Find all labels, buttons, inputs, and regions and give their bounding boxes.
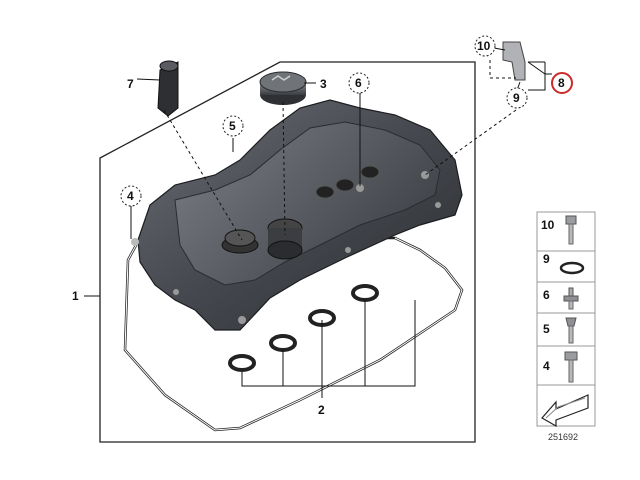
screw-icon: [565, 317, 577, 344]
callout-4-circle: [120, 185, 142, 207]
legend-4: 4: [543, 359, 550, 373]
diagram-id: 251692: [548, 432, 578, 442]
callout-5-circle: [222, 115, 244, 137]
arrow-icon: [541, 394, 589, 428]
callout-8-circle: [551, 72, 573, 94]
callout-6: 6: [355, 76, 362, 90]
callout-6-circle: [348, 72, 370, 94]
hex-bolt-icon: [564, 351, 578, 383]
callout-1: 1: [72, 289, 79, 303]
stud-bolt-icon: [563, 287, 579, 310]
bolt-icon: [565, 215, 577, 245]
parts-legend: 10 9 6 5 4: [536, 211, 596, 428]
legend-9: 9: [543, 252, 550, 266]
oil-filler-cap: [259, 71, 307, 105]
legend-5: 5: [543, 322, 550, 336]
bracket-part: [502, 41, 526, 81]
callout-3: 3: [320, 77, 327, 91]
callout-4: 4: [127, 189, 134, 203]
callout-9: 9: [513, 91, 520, 105]
main-assembly-frame: [99, 61, 476, 443]
leader-lines: [84, 47, 552, 398]
callout-9-circle: [506, 87, 528, 109]
callout-7: 7: [127, 77, 134, 91]
legend-6: 6: [543, 288, 550, 302]
callout-2: 2: [318, 403, 325, 417]
dashed-guides: [163, 60, 517, 241]
callout-10: 10: [477, 39, 491, 53]
callout-10-circle: [474, 35, 496, 57]
callout-8: 8: [558, 76, 565, 90]
callout-5: 5: [229, 119, 236, 133]
ventilation-hose: [157, 60, 179, 117]
o-ring-icon: [559, 261, 585, 275]
legend-10: 10: [541, 218, 555, 232]
